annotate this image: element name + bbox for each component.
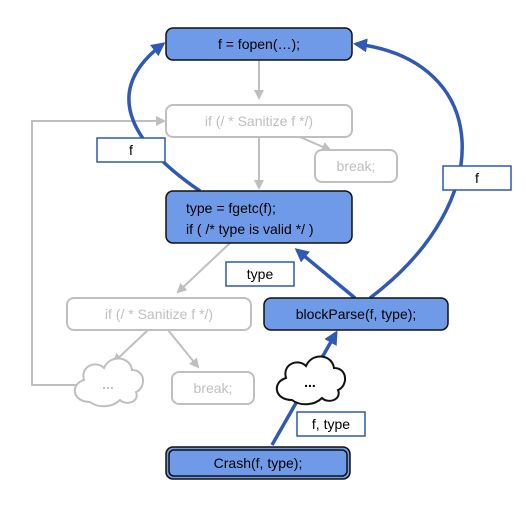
edge-fgetc-to-fopen — [127, 42, 201, 193]
node-blockparse-label: blockParse(f, type); — [296, 306, 417, 322]
node-fopen-label: f = fopen(…); — [218, 36, 300, 52]
edge-cloud-loop-back — [31, 116, 166, 386]
node-break-top: break; — [314, 149, 398, 183]
edge-label-type: type — [225, 261, 295, 287]
edge-label-f-type: f, type — [296, 411, 366, 437]
node-fgetc: type = fgetc(f); if ( /* type is valid *… — [165, 190, 353, 244]
node-fopen: f = fopen(…); — [165, 27, 353, 61]
edge-label-f-type-text: f, type — [312, 416, 350, 432]
node-break-bottom-label: break; — [194, 380, 233, 396]
edge-sanitize-to-break — [299, 136, 332, 152]
node-sanitize-top-label: if (/ * Sanitize f */) — [205, 113, 313, 129]
node-crash: Crash(f, type); — [165, 446, 351, 480]
edge-label-f-right-text: f — [475, 170, 479, 186]
faded-edges — [31, 60, 332, 386]
edge-label-type-text: type — [247, 266, 274, 282]
edge-blockparse-to-fgetc — [294, 248, 357, 300]
edge-sanitize-bottom-to-cloud — [112, 329, 149, 364]
cloud-icon: ... — [74, 357, 144, 408]
node-sanitize-bottom-label: if (/ * Sanitize f */) — [105, 306, 213, 322]
cloud-active-label: ... — [304, 374, 316, 390]
node-break-top-label: break; — [337, 158, 376, 174]
node-break-bottom: break; — [171, 371, 255, 405]
node-sanitize-bottom: if (/ * Sanitize f */) — [66, 297, 252, 331]
cloud-faded-label: ... — [102, 376, 114, 392]
edge-label-f-left: f — [96, 137, 166, 163]
node-sanitize-top: if (/ * Sanitize f */) — [165, 104, 353, 138]
node-fgetc-line1: type = fgetc(f); — [186, 200, 276, 216]
edge-blockparse-to-fopen — [353, 38, 464, 300]
node-fgetc-line2: if ( /* type is valid */ ) — [186, 221, 314, 237]
node-blockparse: blockParse(f, type); — [263, 297, 449, 331]
cloud-icon: ... — [276, 355, 346, 406]
edge-label-f-left-text: f — [129, 142, 133, 158]
edge-label-f-right: f — [442, 165, 512, 191]
edge-sanitize-bottom-to-break — [167, 329, 200, 369]
node-crash-label: Crash(f, type); — [214, 455, 303, 471]
edge-fgetc-to-sanitize-bottom — [176, 242, 231, 294]
